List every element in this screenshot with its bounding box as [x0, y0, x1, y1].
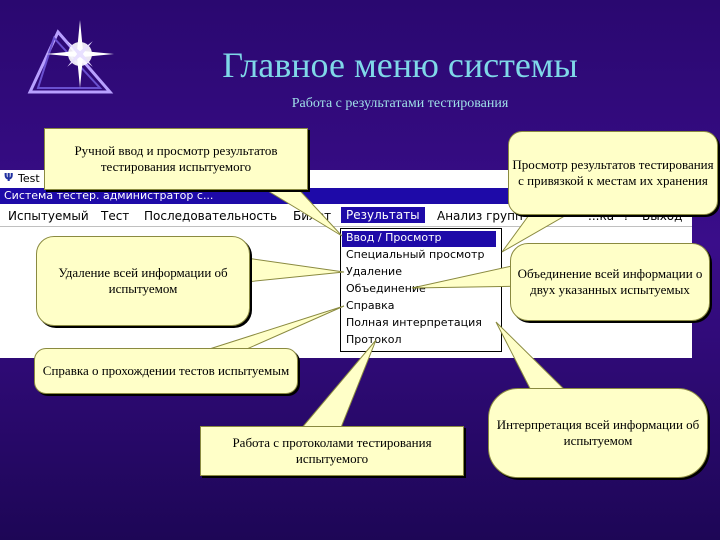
window-caption: Система тестер. администратор с... [4, 189, 214, 202]
menu-option-input-view[interactable]: Ввод / Просмотр [342, 231, 496, 247]
callout-manual-input: Ручной ввод и просмотр результатов тести… [44, 128, 308, 190]
menu-item-results[interactable]: Результаты [341, 207, 425, 223]
menu-option-protocol[interactable]: Протокол [346, 333, 402, 346]
pointer-protocol [298, 339, 377, 431]
results-dropdown-menu: Ввод / Просмотр Специальный просмотр Уда… [340, 228, 502, 352]
menu-option-reference[interactable]: Справка [346, 299, 395, 312]
page-subtitle: Работа с результатами тестирования [291, 96, 509, 111]
page-title: Главное меню системы [222, 45, 578, 85]
menu-option-full-interpretation[interactable]: Полная интерпретация [346, 316, 482, 329]
menu-option-special-view[interactable]: Специальный просмотр [346, 248, 485, 261]
menu-item-sequence[interactable]: Последовательность [144, 209, 278, 223]
callout-interpretation: Интерпретация всей информации об испытуе… [488, 388, 708, 478]
callout-delete: Удаление всей информации об испытуемом [36, 236, 250, 326]
menu-item-help[interactable]: ? [623, 209, 630, 223]
window-app-title: Test [18, 172, 40, 185]
callout-reference: Справка о прохождении тестов испытуемым [34, 348, 298, 394]
menu-item-test[interactable]: Тест [101, 209, 130, 223]
star-logo-icon [27, 20, 114, 94]
menu-item-subject[interactable]: Испытуемый [8, 209, 89, 223]
menu-option-delete[interactable]: Удаление [346, 265, 402, 278]
callout-merge: Объединение всей информации о двух указа… [510, 243, 710, 321]
callout-protocol: Работа с протоколами тестирования испыту… [200, 426, 464, 476]
pointer-delete [245, 257, 345, 283]
menu-item-group-analysis[interactable]: Анализ групп [437, 209, 523, 223]
app-psi-icon: Ψ [4, 171, 14, 184]
menu-option-merge[interactable]: Объединение [346, 282, 426, 295]
callout-special-view: Просмотр результатов тестирования с прив… [508, 131, 718, 215]
